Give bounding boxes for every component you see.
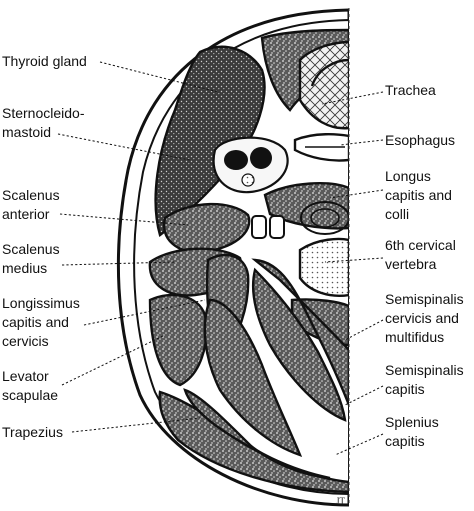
- leader-scalenus-anterior: [59, 213, 189, 226]
- intervertebral-disc: [300, 201, 349, 235]
- leader-trachea: [321, 91, 384, 105]
- scalenus-anterior-muscle: [162, 202, 251, 254]
- label-longissimus-2: capitis and: [2, 314, 69, 330]
- leader-semispinalis-capitis: [344, 385, 384, 406]
- semispinalis-capitis-inner: [251, 267, 347, 422]
- label-splenius-capitis-2: capitis: [385, 433, 425, 449]
- vagus-nerve: [241, 173, 255, 187]
- label-thyroid-gland: Thyroid gland: [2, 53, 87, 69]
- label-longissimus-3: cervicis: [2, 333, 49, 349]
- leader-semispinalis-cervicis: [344, 319, 384, 341]
- leader-esophagus: [339, 139, 384, 146]
- label-levator-scapulae-1: Levator: [2, 368, 49, 384]
- trapezius-deep: [183, 388, 331, 480]
- label-sternocleidomastoid-1: Sternocleido-: [2, 105, 85, 121]
- label-esophagus: Esophagus: [385, 132, 455, 148]
- label-semispinalis-cervicis-3: multifidus: [385, 329, 444, 345]
- label-scalenus-anterior-1: Scalenus: [2, 187, 60, 203]
- trachea-ring: [310, 58, 349, 87]
- label-semispinalis-capitis-2: capitis: [385, 381, 425, 397]
- jugular-vein: [224, 150, 248, 170]
- label-scalenus-anterior-2: anterior: [2, 206, 50, 222]
- leader-longus: [329, 189, 384, 199]
- leader-longissimus: [83, 299, 206, 326]
- leader-trapezius: [71, 417, 201, 433]
- leader-scm: [57, 133, 191, 161]
- vertebral-artery-left: [251, 215, 267, 239]
- label-levator-scapulae-2: scapulae: [2, 387, 58, 403]
- label-vertebra-2: vertebra: [385, 256, 437, 272]
- label-trapezius: Trapezius: [2, 424, 63, 440]
- label-splenius-capitis-1: Splenius: [385, 414, 439, 430]
- leader-vertebra: [324, 257, 384, 263]
- longus-capitis-colli-muscle: [263, 182, 349, 230]
- label-longus-1: Longus: [385, 168, 431, 184]
- label-longissimus-1: Longissimus: [2, 295, 80, 311]
- splenius-capitis-muscle: [203, 298, 303, 457]
- carotid-artery: [250, 147, 272, 169]
- label-scalenus-medius-1: Scalenus: [2, 241, 60, 257]
- label-longus-3: colli: [385, 206, 409, 222]
- leader-scalenus-medius: [61, 261, 176, 266]
- levator-scapulae-muscle: [148, 293, 208, 387]
- label-semispinalis-capitis-1: Semispinalis: [385, 362, 464, 378]
- artist-signature: JT: [336, 496, 346, 506]
- leader-thyroid: [99, 61, 219, 93]
- label-sternocleidomastoid-2: mastoid: [2, 124, 51, 140]
- anatomy-drawing: [116, 8, 349, 507]
- leader-levator: [61, 334, 166, 386]
- label-semispinalis-cervicis-2: cervicis and: [385, 310, 459, 326]
- vertebra-body: [298, 237, 349, 297]
- semispinalis-capitis-muscle: [251, 258, 349, 406]
- label-vertebra-1: 6th cervical: [385, 237, 456, 253]
- label-scalenus-medius-2: medius: [2, 260, 47, 276]
- label-semispinalis-cervicis-1: Semispinalis: [385, 291, 464, 307]
- trachea: [298, 40, 349, 130]
- label-trachea: Trachea: [385, 82, 436, 98]
- label-longus-2: capitis and: [385, 187, 452, 203]
- leader-lines: [57, 61, 384, 456]
- vertebral-artery-right: [269, 215, 285, 239]
